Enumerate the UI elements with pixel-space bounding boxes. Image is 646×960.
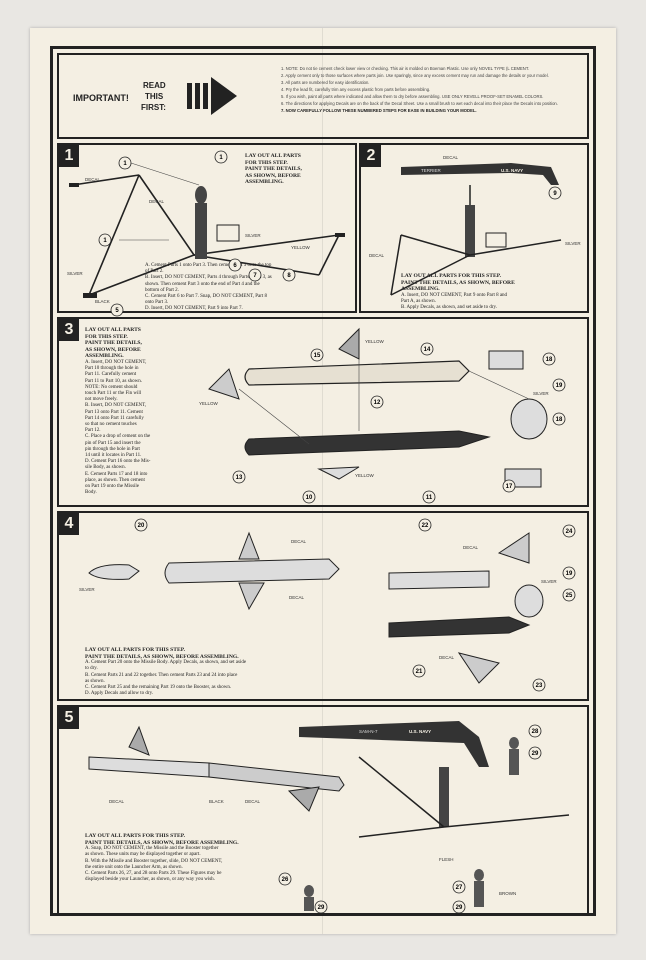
part-callout: 28 xyxy=(532,729,539,735)
part-callout: 5 xyxy=(115,308,119,314)
part-callout: 19 xyxy=(556,383,563,389)
decal-label: DECAL xyxy=(291,539,307,544)
decal-label: DECAL xyxy=(109,799,125,804)
part-callout: 29 xyxy=(318,905,325,911)
part-callout: 26 xyxy=(282,877,289,883)
part-callout: 1 xyxy=(123,161,127,167)
decal-label: DECAL xyxy=(369,253,385,258)
silver-label: SILVER xyxy=(79,587,95,592)
decal-label: DECAL xyxy=(289,595,305,600)
yellow-label: YELLOW xyxy=(199,401,219,406)
part-callout: 9 xyxy=(553,191,557,197)
step-5-diagram: U.S. NAVY SAM-N-7 26 27 28 29 29 29 DECA… xyxy=(88,721,570,914)
decal-label: DECAL xyxy=(149,199,165,204)
part-callout: 18 xyxy=(556,417,563,423)
step-4-diagram: 20 21 22 23 24 25 19 DECAL DECAL SILVER … xyxy=(79,518,576,692)
yellow-label: YELLOW xyxy=(355,473,375,478)
part-callout: 23 xyxy=(536,683,543,689)
part-callout: 1 xyxy=(103,238,107,244)
step-4-panel: 4 LAY OUT ALL PARTS FOR THIS STEP.PAINT … xyxy=(57,511,589,701)
this-label: THIS xyxy=(145,92,164,101)
note-item: 7. NOW CAREFULLY FOLLOW THESE NUMBERED S… xyxy=(281,108,477,113)
missile-code-label: TERRIER xyxy=(421,168,442,173)
step-5-panel: 5 LAY OUT ALL PARTS FOR THIS STEP.PAINT … xyxy=(57,705,589,915)
silver-label: SILVER xyxy=(245,233,261,238)
sheet-frame: IMPORTANT! READ THIS FIRST: 1. NOTE: Do … xyxy=(50,46,596,916)
part-callout: 27 xyxy=(456,885,463,891)
part-callout: 12 xyxy=(374,400,381,406)
step-5-text: LAY OUT ALL PARTS FOR THIS STEP.PAINT TH… xyxy=(85,833,239,883)
us-navy-label: U.S. NAVY xyxy=(409,729,431,734)
read-label: READ xyxy=(143,81,166,90)
part-callout: 29 xyxy=(532,751,539,757)
brown-label: BROWN xyxy=(499,891,516,896)
note-item: 5. If you wish, paint all parts where in… xyxy=(281,94,544,99)
part-callout: 15 xyxy=(314,353,321,359)
part-callout: 25 xyxy=(566,593,573,599)
step-3-number: 3 xyxy=(59,319,79,341)
part-callout: 13 xyxy=(236,475,243,481)
step-2-panel: 2 LAY OUT ALL PARTS FOR THIS STEP.PAINT … xyxy=(359,143,589,313)
note-item: 3. All parts are numbered for easy ident… xyxy=(281,80,370,85)
step-4-number: 4 xyxy=(59,513,79,535)
part-callout: 24 xyxy=(566,529,573,535)
silver-label: SILVER xyxy=(533,391,549,396)
part-callout: 19 xyxy=(566,571,573,577)
part-callout: 8 xyxy=(287,273,291,279)
fold-line xyxy=(322,28,323,934)
part-callout: 6 xyxy=(233,263,237,269)
part-callout: 20 xyxy=(138,523,145,529)
step-2-heading: LAY OUT ALL PARTS FOR THIS STEP.PAINT TH… xyxy=(401,273,515,311)
yellow-label: YELLOW xyxy=(365,339,385,344)
arrow-icon xyxy=(187,77,237,115)
decal-label: DECAL xyxy=(439,655,455,660)
note-item: 2. Apply cement only to those surfaces w… xyxy=(281,73,549,78)
flesh-label: FLESH xyxy=(439,857,454,862)
step-5-number: 5 xyxy=(59,707,79,729)
note-item: 1. NOTE: Do not tie cement check lower v… xyxy=(281,66,530,71)
us-navy-label: U.S. NAVY xyxy=(501,168,523,173)
black-label: BLACK xyxy=(209,799,224,804)
part-callout: 21 xyxy=(416,669,423,675)
notes-list: 1. NOTE: Do not tie cement check lower v… xyxy=(281,65,581,114)
step-1-instructions: A. Cement Parts 1 onto Part 3. Then ceme… xyxy=(145,263,272,312)
step-1-number: 1 xyxy=(59,145,79,167)
silver-label: SILVER xyxy=(67,271,83,276)
step-2-diagram: U.S. NAVY TERRIER 9 DECAL DECAL SILVER xyxy=(369,155,581,296)
decal-label: DECAL xyxy=(443,155,459,160)
yellow-label: YELLOW xyxy=(291,245,311,250)
part-callout: 17 xyxy=(506,484,513,490)
part-callout: 11 xyxy=(426,495,433,501)
part-callout: 22 xyxy=(422,523,429,529)
part-callout: 18 xyxy=(546,357,553,363)
step-1-diagram: 1 1 1 5 6 7 8 DECAL DECAL SILVER BLACK S… xyxy=(67,150,345,317)
part-callout: 29 xyxy=(456,905,463,911)
part-callout: 14 xyxy=(424,347,431,353)
silver-label: SILVER xyxy=(565,241,581,246)
decal-label: DECAL xyxy=(245,799,261,804)
note-item: 6. The directions for applying Decals ar… xyxy=(281,101,558,106)
instruction-sheet: IMPORTANT! READ THIS FIRST: 1. NOTE: Do … xyxy=(30,28,616,934)
important-panel: IMPORTANT! READ THIS FIRST: 1. NOTE: Do … xyxy=(57,53,589,139)
note-item: 4. Pry the lead fit, carefully trim any … xyxy=(281,87,431,92)
step-2-number: 2 xyxy=(361,145,381,167)
decal-label: DECAL xyxy=(85,177,101,182)
black-label: BLACK xyxy=(95,299,110,304)
missile-code-label: SAM-N-7 xyxy=(359,729,378,734)
decal-label: DECAL xyxy=(463,545,479,550)
silver-label: SILVER xyxy=(541,579,557,584)
step-4-text: LAY OUT ALL PARTS FOR THIS STEP.PAINT TH… xyxy=(85,647,247,697)
important-label: IMPORTANT! xyxy=(73,93,129,103)
step-3-diagram: 10 11 12 13 14 15 17 18 18 19 YELLOW YEL… xyxy=(199,327,566,504)
part-callout: 7 xyxy=(253,273,257,279)
part-callout: 1 xyxy=(219,155,223,161)
part-callout: 10 xyxy=(306,495,313,501)
first-label: FIRST: xyxy=(141,103,166,112)
